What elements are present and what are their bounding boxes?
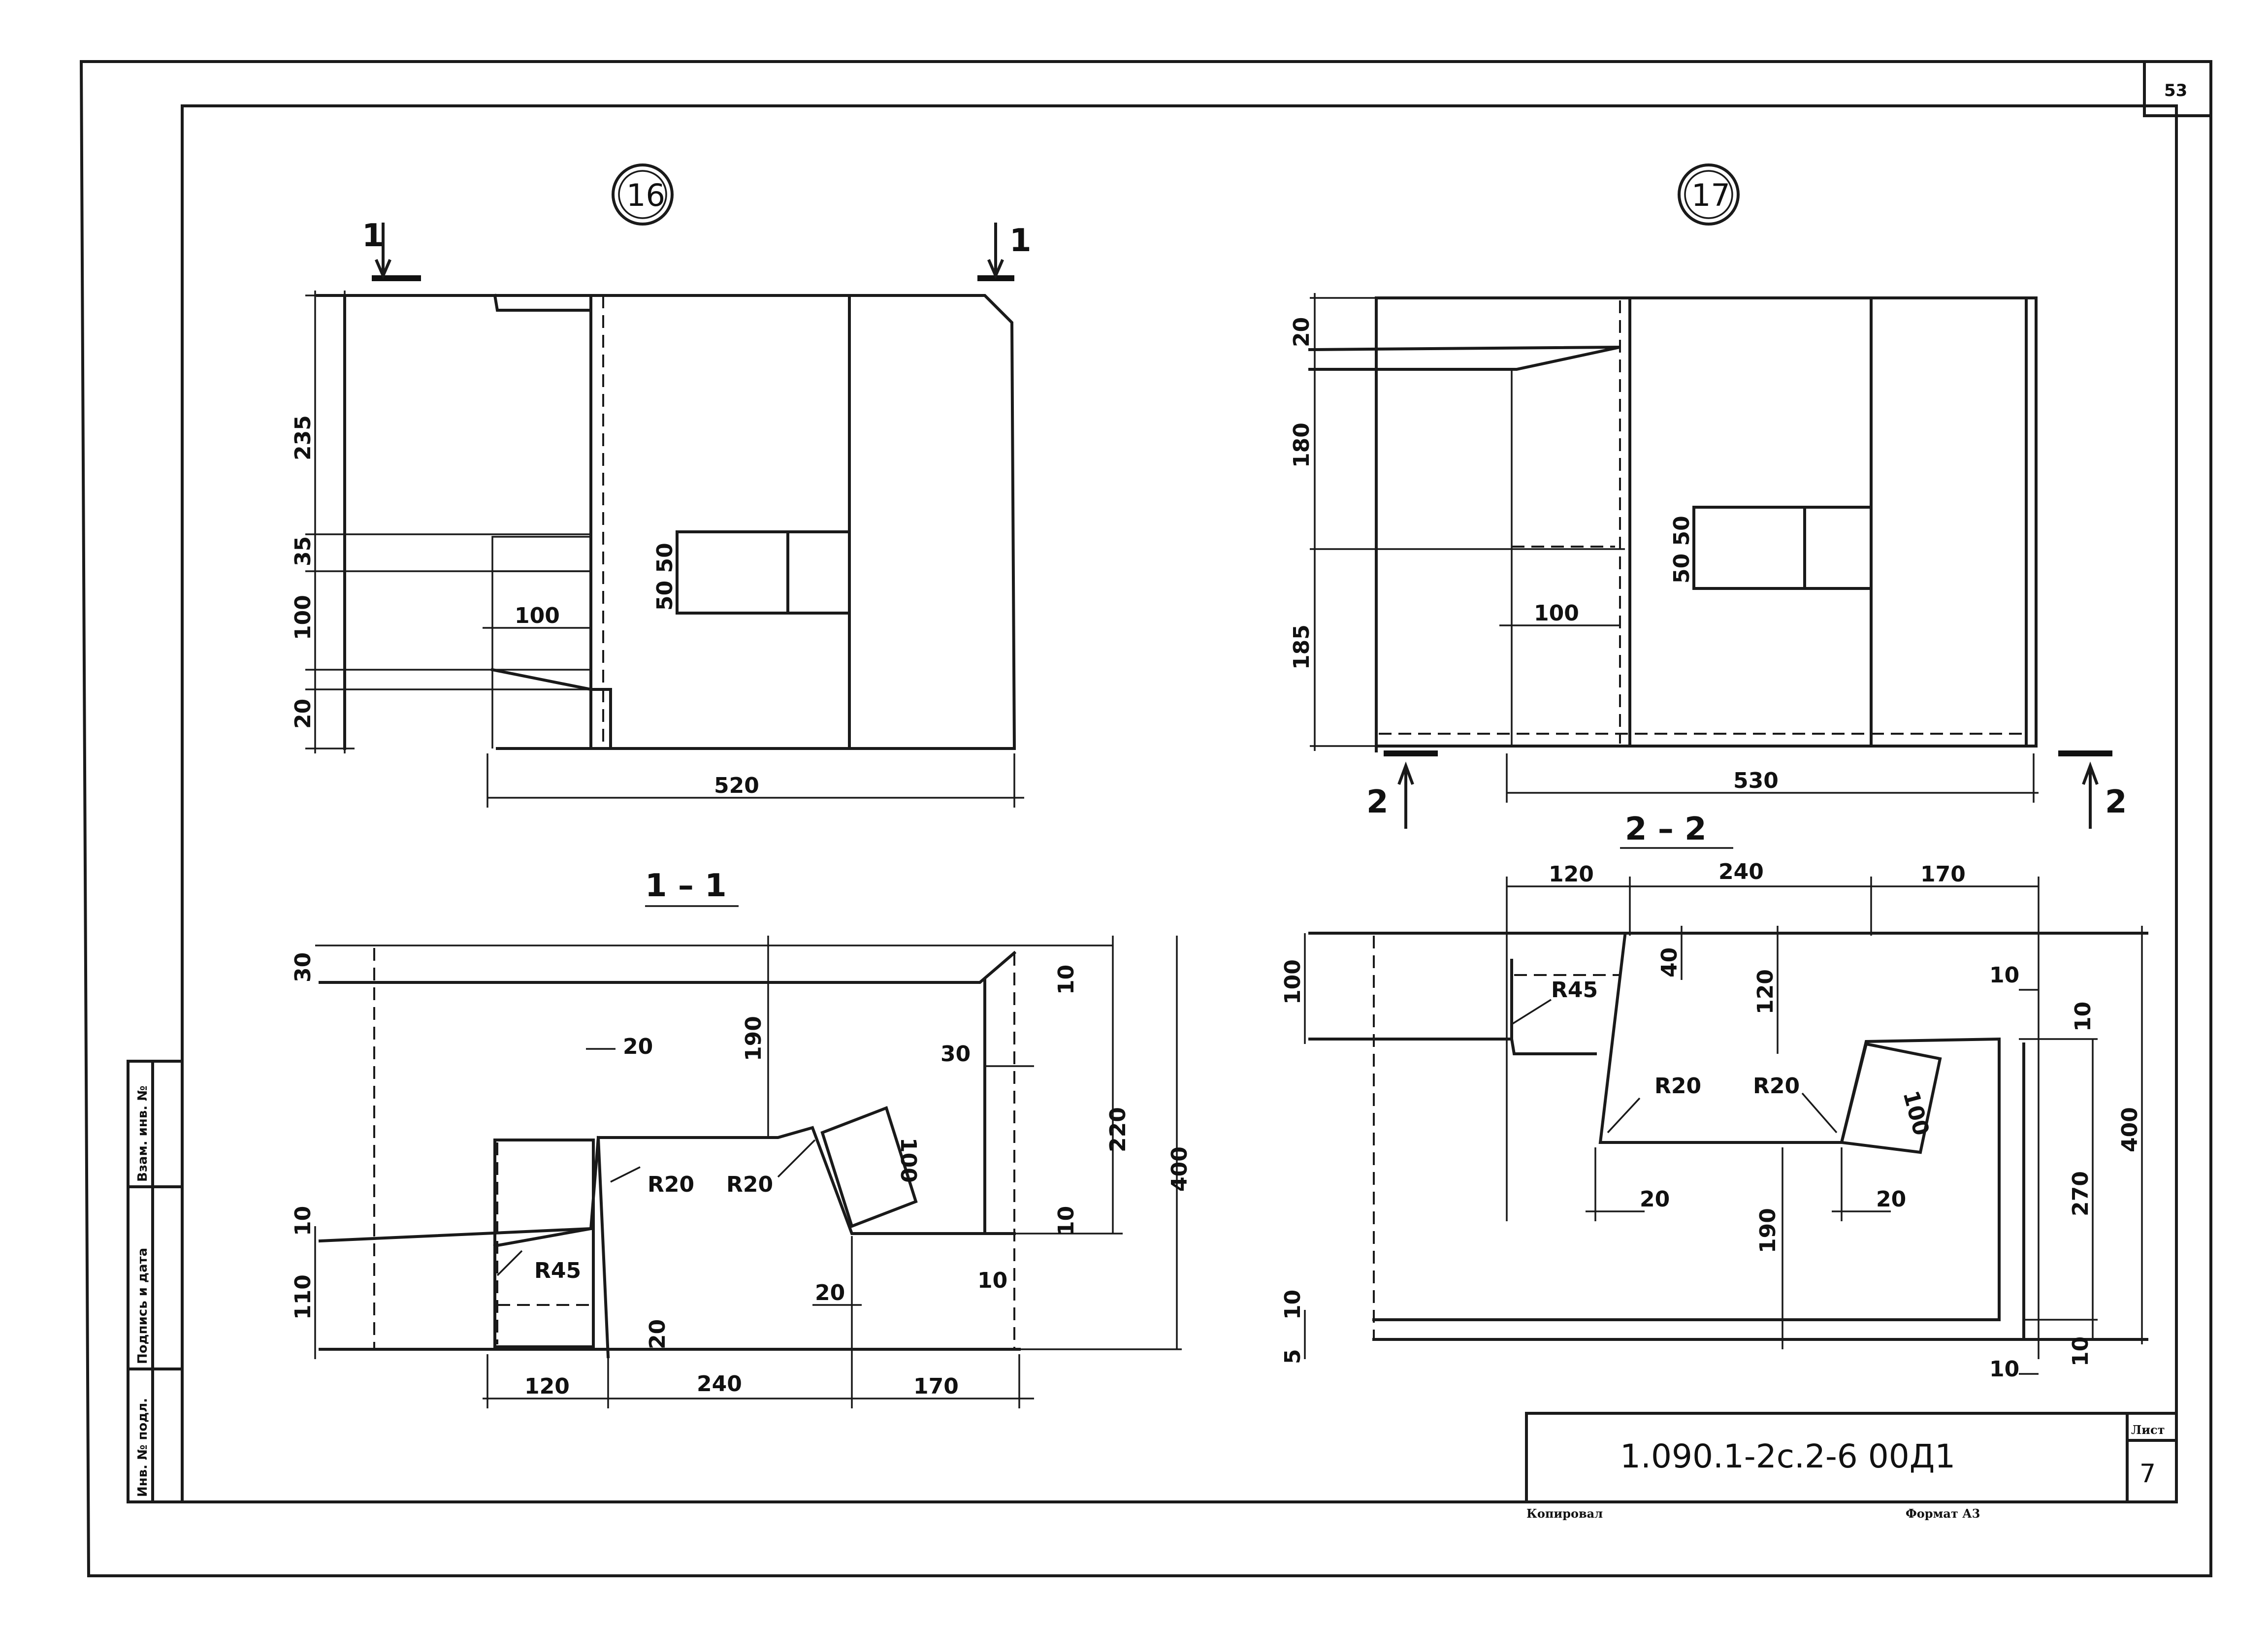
sec1-r20-a: R20 — [648, 1172, 694, 1197]
sec2-dim-120-v: 120 — [1753, 969, 1778, 1014]
stamp-vzam-inv: Взам. инв. № — [135, 1086, 150, 1182]
sec2-dim-20-b: 20 — [1876, 1187, 1906, 1212]
sec2-dim-20-a: 20 — [1640, 1187, 1670, 1212]
sec2-dim-10-bv: 10 — [2068, 1336, 2093, 1367]
sec1-dim-120: 120 — [524, 1374, 570, 1399]
sec1-dim-170: 170 — [913, 1374, 959, 1399]
sec2-dim-270: 270 — [2068, 1171, 2093, 1216]
detail-17-cut-mark-b: 2 — [2105, 784, 2127, 820]
detail-16-dim-20: 20 — [291, 699, 316, 729]
sec1-dim-10-l: 10 — [291, 1206, 316, 1236]
section-2-drawing — [1304, 847, 2148, 1375]
section-1-drawing — [314, 905, 1182, 1408]
detail-16-dim-235: 235 — [291, 415, 316, 460]
detail-16-dim-100-horiz: 100 — [515, 603, 560, 628]
sec2-dim-10-l: 10 — [1280, 1290, 1305, 1320]
sec2-dim-10-t: 10 — [1989, 963, 2019, 988]
copied-label: Копировал — [1526, 1506, 1603, 1521]
sec2-dim-100-b: 100 — [1898, 1088, 1934, 1139]
detail-16-dim-100: 100 — [291, 595, 316, 640]
sec1-dim-10-r: 10 — [1054, 1206, 1079, 1236]
detail-17-dim-180: 180 — [1289, 423, 1314, 468]
sec1-dim-30-mid: 30 — [940, 1042, 971, 1067]
sheet-number: 7 — [2139, 1459, 2156, 1489]
sec2-dim-400: 400 — [2117, 1107, 2142, 1152]
detail-16-drawing — [305, 163, 1024, 808]
detail-16-dim-35: 35 — [291, 536, 316, 566]
sec2-dim-10-rv: 10 — [2071, 1002, 2096, 1032]
title-block — [1525, 1412, 2178, 1503]
detail-17-dim-100-horiz: 100 — [1534, 601, 1579, 626]
drawing-designation: 1.090.1-2с.2-6 00Д1 — [1620, 1437, 1955, 1475]
sec2-dim-10-br: 10 — [1989, 1357, 2019, 1382]
sec2-dim-100: 100 — [1280, 959, 1305, 1005]
sec1-dim-30-top: 30 — [291, 952, 316, 982]
detail-17-cut-mark-a: 2 — [1366, 784, 1389, 820]
sec2-dim-240: 240 — [1718, 859, 1764, 884]
sec1-dim-20-top: 20 — [623, 1034, 653, 1059]
page-number: 53 — [2164, 81, 2187, 100]
detail-17-drawing — [1308, 163, 2112, 829]
sec2-r20-b: R20 — [1753, 1074, 1800, 1099]
section-2-label: 2 – 2 — [1625, 811, 1707, 847]
sec1-r45: R45 — [534, 1258, 581, 1283]
sec2-r45: R45 — [1551, 977, 1598, 1003]
sec1-dim-190: 190 — [741, 1016, 766, 1061]
sec2-dim-190: 190 — [1755, 1208, 1781, 1253]
sec1-dim-240: 240 — [697, 1371, 742, 1397]
format-label: Формат А3 — [1906, 1506, 1980, 1521]
sec1-dim-400: 400 — [1167, 1146, 1192, 1192]
sec1-dim-20-b1: 20 — [815, 1280, 845, 1305]
sec1-dim-100: 100 — [896, 1138, 921, 1183]
detail-16-cut-mark-a: 1 — [362, 218, 384, 254]
sheet-frame — [79, 60, 2212, 1577]
sec2-dim-170: 170 — [1920, 862, 1966, 887]
sec1-dim-10-tr: 10 — [1054, 965, 1079, 995]
detail-17-marker: 17 — [1691, 177, 1730, 213]
sec1-r20-b: R20 — [726, 1172, 773, 1197]
sec2-r20-a: R20 — [1654, 1074, 1701, 1099]
detail-17-dim-185: 185 — [1289, 624, 1314, 670]
detail-16-dim-50-50: 50 50 — [652, 543, 678, 611]
detail-17-dim-530: 530 — [1733, 768, 1779, 793]
stamp-signature-date: Подпись и дата — [135, 1248, 150, 1364]
detail-17-dim-50-50: 50 50 — [1669, 516, 1694, 584]
sec1-dim-20-b2: 20 — [645, 1319, 670, 1349]
section-1-label: 1 – 1 — [645, 868, 727, 904]
detail-16-marker: 16 — [626, 177, 665, 213]
sec1-dim-220: 220 — [1105, 1107, 1131, 1152]
detail-17-dim-20: 20 — [1289, 317, 1314, 347]
sec1-dim-110: 110 — [291, 1274, 316, 1320]
sheet-label: Лист — [2131, 1423, 2165, 1437]
sec1-dim-10-br: 10 — [977, 1268, 1007, 1293]
stamp-inv-podl: Инв. № подл. — [135, 1398, 150, 1497]
detail-16-cut-mark-b: 1 — [1009, 223, 1032, 259]
sec2-dim-120: 120 — [1549, 862, 1594, 887]
sec2-dim-40: 40 — [1657, 947, 1682, 977]
detail-16-dim-520: 520 — [714, 773, 759, 798]
stamp-column: Инв. № подл. Подпись и дата Взам. инв. № — [127, 1060, 184, 1503]
sec2-dim-5: 5 — [1280, 1349, 1305, 1364]
